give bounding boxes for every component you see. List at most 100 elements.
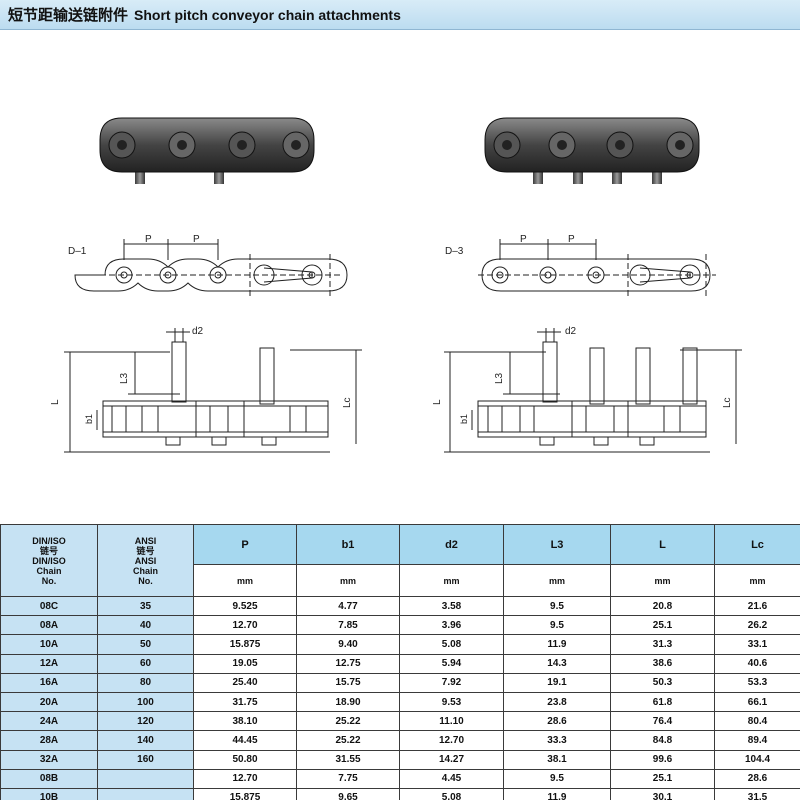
cell-ansi: 160 [97, 749, 194, 770]
cell-l3: 19.1 [503, 672, 611, 693]
cell-din-iso: 08B [0, 768, 98, 789]
header-title-cn: 短节距输送链附件 [8, 6, 129, 24]
unit-p: mm [193, 564, 297, 597]
cell-l3: 11.9 [503, 787, 611, 800]
chain-photo-d3 [484, 117, 700, 184]
cell-l3: 33.3 [503, 730, 611, 751]
page-header: 短节距输送链附件 Short pitch conveyor chain atta… [0, 0, 800, 30]
cell-d2: 14.27 [399, 749, 504, 770]
cell-p: 38.10 [193, 711, 297, 732]
d3-pitch-label-1: P [520, 234, 527, 245]
cell-b1: 25.22 [296, 711, 400, 732]
cell-ansi [97, 768, 194, 789]
cell-b1: 4.77 [296, 595, 400, 617]
d3-b1-label: b1 [459, 414, 469, 424]
cell-ansi [97, 787, 194, 800]
cell-lc: 28.6 [714, 768, 800, 789]
d3-l3-label: L3 [494, 372, 505, 384]
header-title-en: Short pitch conveyor chain attachments [134, 6, 401, 23]
cell-l: 31.3 [610, 634, 715, 655]
cell-lc: 40.6 [714, 653, 800, 674]
unit-l: mm [610, 564, 715, 597]
cell-d2: 5.94 [399, 653, 504, 674]
cell-l3: 23.8 [503, 691, 611, 713]
cell-l3: 38.1 [503, 749, 611, 770]
cell-din-iso: 10B [0, 787, 98, 800]
cell-l3: 9.5 [503, 595, 611, 617]
cell-b1: 9.40 [296, 634, 400, 655]
d1-b1-label: b1 [84, 414, 94, 424]
cell-l: 38.6 [610, 653, 715, 674]
cell-d2: 12.70 [399, 730, 504, 751]
cell-l: 30.1 [610, 787, 715, 800]
cell-din-iso: 20A [0, 691, 98, 713]
cell-d2: 11.10 [399, 711, 504, 732]
unit-d2: mm [399, 564, 504, 597]
d3-lc-label: Lc [722, 397, 733, 408]
unit-l3: mm [503, 564, 611, 597]
cell-b1: 9.65 [296, 787, 400, 800]
unit-b1: mm [296, 564, 400, 597]
header-l: L [610, 524, 715, 565]
cell-ansi: 120 [97, 711, 194, 732]
cell-b1: 7.85 [296, 615, 400, 636]
cell-din-iso: 08A [0, 615, 98, 636]
cell-p: 44.45 [193, 730, 297, 751]
cell-p: 9.525 [193, 595, 297, 617]
d1-pitch-label-2: P [193, 234, 200, 245]
cell-p: 19.05 [193, 653, 297, 674]
cell-p: 15.875 [193, 787, 297, 800]
d3-top-view: L L3 b1 Lc d2 [432, 326, 742, 453]
cell-lc: 31.5 [714, 787, 800, 800]
cell-l: 84.8 [610, 730, 715, 751]
d3-pitch-label-2: P [568, 234, 575, 245]
d1-lc-label: Lc [342, 397, 353, 408]
header-l3: L3 [503, 524, 611, 565]
cell-p: 15.875 [193, 634, 297, 655]
cell-l: 25.1 [610, 615, 715, 636]
header-p: P [193, 524, 297, 565]
cell-ansi: 35 [97, 595, 194, 617]
cell-p: 12.70 [193, 615, 297, 636]
cell-l: 99.6 [610, 749, 715, 770]
d1-length-label: L [50, 399, 61, 405]
d3-side-view: D–3 P P [445, 234, 716, 297]
cell-din-iso: 16A [0, 672, 98, 693]
cell-b1: 7.75 [296, 768, 400, 789]
cell-l: 25.1 [610, 768, 715, 789]
cell-l3: 14.3 [503, 653, 611, 674]
cell-l3: 11.9 [503, 634, 611, 655]
cell-din-iso: 24A [0, 711, 98, 732]
cell-d2: 4.45 [399, 768, 504, 789]
cell-d2: 7.92 [399, 672, 504, 693]
cell-d2: 3.58 [399, 595, 504, 617]
cell-d2: 3.96 [399, 615, 504, 636]
cell-ansi: 40 [97, 615, 194, 636]
chain-photo-d1 [99, 117, 315, 184]
cell-p: 31.75 [193, 691, 297, 713]
cell-l3: 9.5 [503, 768, 611, 789]
d3-length-label: L [432, 399, 443, 405]
cell-lc: 80.4 [714, 711, 800, 732]
cell-ansi: 80 [97, 672, 194, 693]
cell-lc: 26.2 [714, 615, 800, 636]
cell-b1: 18.90 [296, 691, 400, 713]
cell-din-iso: 08C [0, 595, 98, 617]
cell-ansi: 100 [97, 691, 194, 713]
d1-type-label: D–1 [68, 246, 87, 257]
cell-p: 12.70 [193, 768, 297, 789]
cell-p: 25.40 [193, 672, 297, 693]
cell-lc: 104.4 [714, 749, 800, 770]
d1-l3-label: L3 [119, 372, 130, 384]
d3-d2-label: d2 [565, 326, 577, 337]
